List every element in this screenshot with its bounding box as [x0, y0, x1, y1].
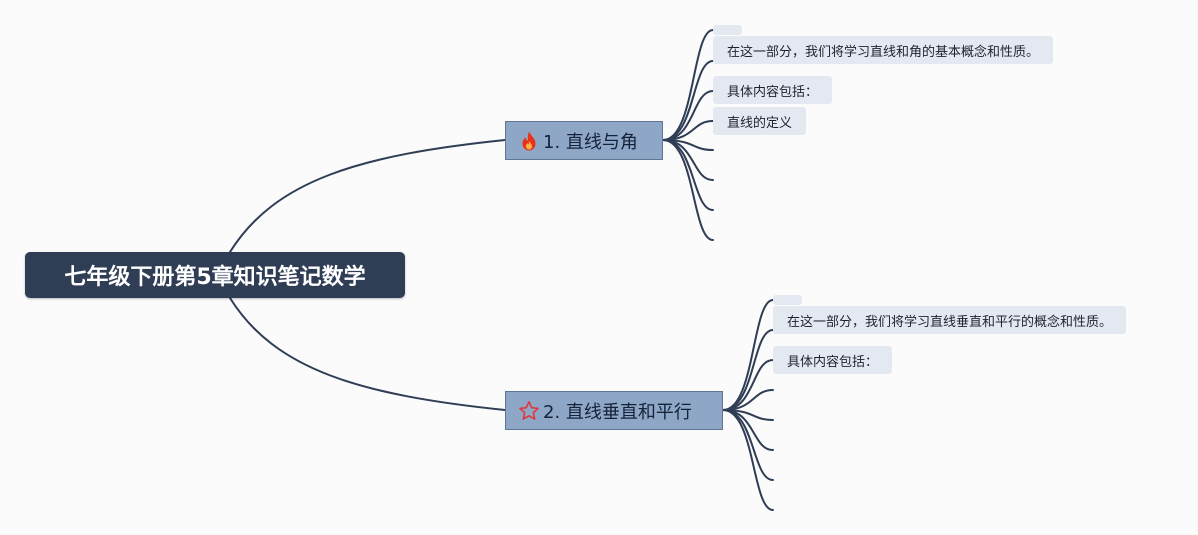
connector-root-branch-1: [229, 139, 506, 253]
branch-topic-2[interactable]: 2. 直线垂直和平行: [505, 391, 723, 430]
branch-topic-1[interactable]: 1. 直线与角: [505, 121, 663, 160]
connector-b2-stub: [722, 299, 774, 411]
connector-b2-empty-5: [722, 409, 774, 511]
connector-b1-leaf-1: [662, 60, 714, 141]
branch-topic-2-label: 2. 直线垂直和平行: [543, 401, 692, 423]
root-topic[interactable]: 七年级下册第5章知识笔记数学: [25, 252, 405, 298]
leaf-stub[interactable]: [713, 25, 742, 35]
leaf-topic-b1-3[interactable]: 直线的定义: [713, 107, 807, 135]
star-outline-icon: [518, 400, 540, 422]
leaf-topic-label: 具体内容包括：: [727, 84, 819, 100]
connector-b1-leaf-2: [662, 90, 714, 141]
connector-b1-empty-4: [662, 139, 714, 241]
connector-b2-leaf-1: [722, 329, 774, 411]
connector-b1-stub: [662, 29, 714, 141]
connector-b2-leaf-2: [722, 359, 774, 411]
leaf-topic-label: 在这一部分，我们将学习直线和角的基本概念和性质。: [727, 44, 1040, 60]
fire-icon: [518, 130, 540, 152]
root-topic-label: 七年级下册第5章知识笔记数学: [64, 265, 366, 290]
leaf-topic-b2-1[interactable]: 在这一部分，我们将学习直线垂直和平行的概念和性质。: [773, 306, 1127, 334]
leaf-topic-label: 直线的定义: [727, 115, 793, 131]
connector-root-branch-2: [229, 297, 506, 411]
leaf-topic-b2-2[interactable]: 具体内容包括：: [773, 346, 893, 374]
branch-topic-1-label: 1. 直线与角: [543, 131, 638, 153]
leaf-topic-label: 在这一部分，我们将学习直线垂直和平行的概念和性质。: [787, 314, 1113, 330]
leaf-topic-b1-1[interactable]: 在这一部分，我们将学习直线和角的基本概念和性质。: [713, 36, 1054, 64]
leaf-stub[interactable]: [773, 295, 802, 305]
leaf-topic-label: 具体内容包括：: [787, 354, 879, 370]
leaf-topic-b1-2[interactable]: 具体内容包括：: [713, 76, 833, 104]
